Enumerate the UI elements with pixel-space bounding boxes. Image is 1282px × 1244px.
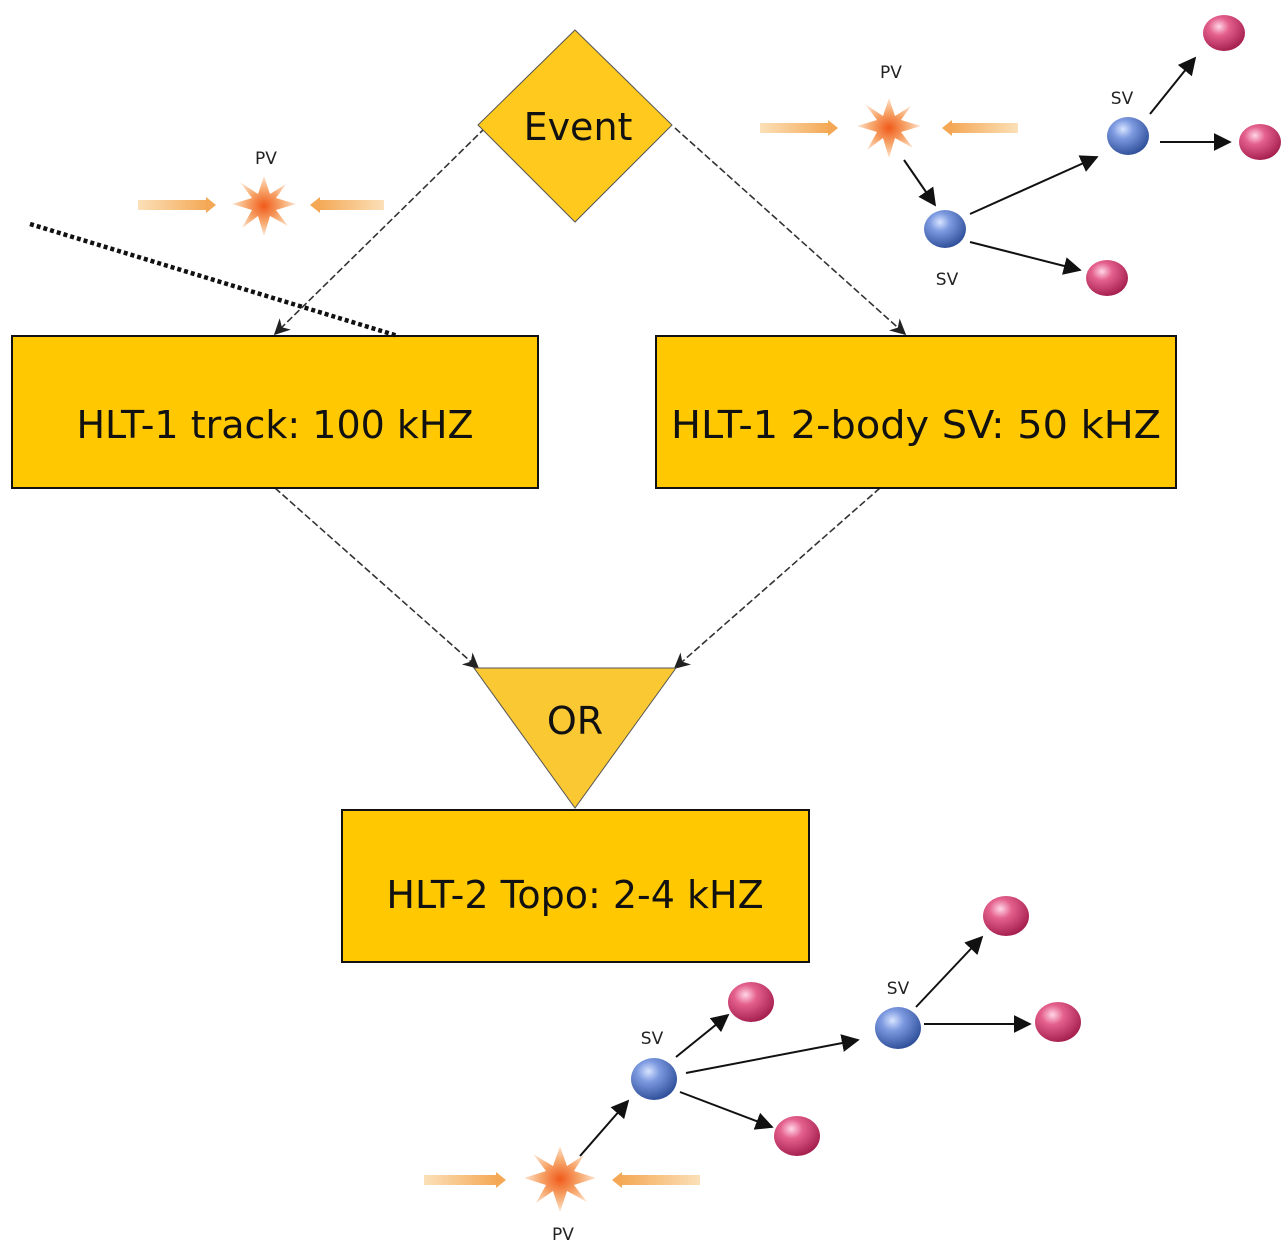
sv-label: SV bbox=[1111, 89, 1134, 109]
pv-burst-icon bbox=[524, 1146, 596, 1212]
sv-sketch-2body: PV SV SV bbox=[760, 15, 1281, 296]
sv-label: SV bbox=[641, 1029, 664, 1049]
track-arrow bbox=[969, 241, 1082, 275]
track-arrow bbox=[685, 1034, 860, 1074]
connector-sv-to-or bbox=[673, 487, 881, 670]
hlt1-sv-node: HLT-1 2-body SV: 50 kHZ bbox=[655, 335, 1177, 489]
pv-label: PV bbox=[552, 1225, 574, 1244]
or-node: OR bbox=[473, 667, 677, 809]
pv-burst-icon bbox=[857, 98, 921, 158]
event-node: Event bbox=[477, 29, 673, 223]
daughter-particle-icon bbox=[1203, 15, 1245, 51]
sv-label: SV bbox=[936, 270, 959, 290]
sv-vertex-icon bbox=[1107, 117, 1149, 155]
beam-arrow-right bbox=[612, 1172, 700, 1188]
track-arrow bbox=[1149, 56, 1197, 115]
hlt2-label: HLT-2 Topo: 2-4 kHZ bbox=[386, 873, 763, 917]
sv-sketch-topo: PV SV SV bbox=[424, 896, 1081, 1244]
daughter-particle-icon bbox=[1239, 124, 1281, 160]
connector-track-to-or bbox=[274, 487, 480, 670]
pv-burst-icon bbox=[232, 176, 296, 236]
event-label: Event bbox=[524, 105, 633, 149]
track-arrow bbox=[969, 155, 1099, 215]
dotted-cut-line bbox=[29, 221, 399, 339]
track-arrow bbox=[679, 1091, 774, 1130]
pv-sketch-track: PV bbox=[138, 149, 384, 236]
daughter-particle-icon bbox=[774, 1116, 820, 1156]
track-arrow bbox=[903, 159, 937, 207]
sv-vertex-icon bbox=[924, 210, 966, 248]
beam-arrow-right bbox=[942, 120, 1018, 136]
track-arrow bbox=[579, 1099, 630, 1157]
hlt1-track-node: HLT-1 track: 100 kHZ bbox=[11, 335, 539, 489]
event-diamond bbox=[477, 29, 673, 223]
connector-event-to-track bbox=[273, 127, 486, 336]
connector-event-to-sv bbox=[674, 127, 907, 336]
hlt1-sv-label: HLT-1 2-body SV: 50 kHZ bbox=[671, 403, 1161, 447]
pv-label: PV bbox=[880, 63, 902, 83]
beam-arrow-left bbox=[424, 1172, 506, 1188]
hlt1-track-box bbox=[11, 335, 539, 489]
or-triangle bbox=[473, 667, 677, 809]
daughter-particle-icon bbox=[728, 982, 774, 1022]
track-arrow bbox=[915, 935, 984, 1008]
track-arrow bbox=[675, 1013, 730, 1058]
hlt1-track-label: HLT-1 track: 100 kHZ bbox=[76, 403, 473, 447]
hlt1-sv-box bbox=[655, 335, 1177, 489]
beam-arrow-left bbox=[760, 120, 838, 136]
daughter-particle-icon bbox=[1035, 1002, 1081, 1042]
pv-label: PV bbox=[255, 149, 277, 169]
or-label: OR bbox=[547, 699, 603, 743]
hlt2-node: HLT-2 Topo: 2-4 kHZ bbox=[341, 809, 810, 963]
daughter-particle-icon bbox=[983, 896, 1029, 936]
sv-vertex-icon bbox=[631, 1058, 677, 1100]
sv-vertex-icon bbox=[875, 1007, 921, 1049]
flow-connectors bbox=[273, 127, 907, 670]
daughter-particle-icon bbox=[1086, 260, 1128, 296]
hlt2-box bbox=[341, 809, 810, 963]
beam-arrow-left bbox=[138, 197, 216, 213]
sv-label: SV bbox=[887, 979, 910, 999]
beam-arrow-right bbox=[310, 197, 384, 213]
